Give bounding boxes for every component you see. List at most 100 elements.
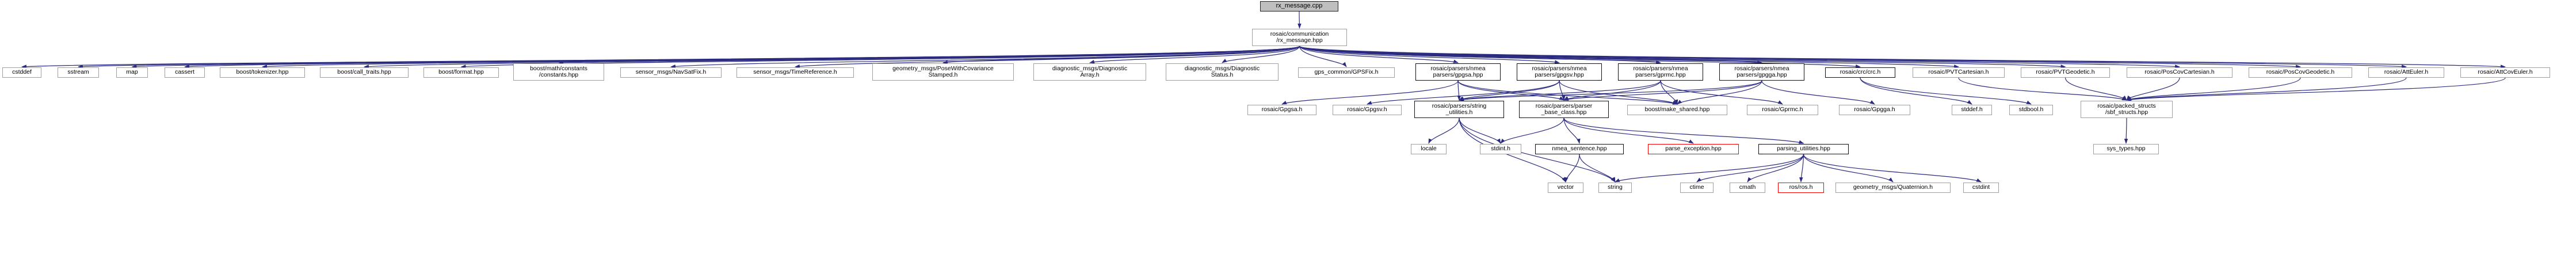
- graph-node[interactable]: boost/tokenizer.hpp: [220, 67, 305, 78]
- graph-node[interactable]: vector: [1548, 183, 1583, 193]
- graph-node[interactable]: geometry_msgs/PoseWithCovariance Stamped…: [872, 63, 1014, 81]
- node-label: boost/math/constants /constants.hpp: [530, 64, 587, 78]
- graph-edge: [1299, 45, 1560, 64]
- node-label: geometry_msgs/Quaternion.h: [1853, 184, 1933, 191]
- node-label: rosaic/communication /rx_message.hpp: [1270, 30, 1329, 44]
- graph-node[interactable]: boost/math/constants /constants.hpp: [513, 63, 604, 81]
- graph-node[interactable]: rosaic/parsers/nmea parsers/gpgsa.hpp: [1415, 63, 1501, 81]
- graph-edge: [1563, 80, 1661, 101]
- node-label: string: [1608, 184, 1623, 191]
- graph-node[interactable]: stdbool.h: [2009, 105, 2053, 115]
- graph-node[interactable]: stddef.h: [1952, 105, 1992, 115]
- graph-node[interactable]: rosaic/PVTCartesian.h: [1913, 67, 2005, 78]
- graph-node[interactable]: nmea_sentence.hpp: [1535, 144, 1624, 154]
- node-label: sensor_msgs/TimeReference.h: [753, 69, 837, 76]
- graph-edge: [1459, 117, 1501, 144]
- graph-node[interactable]: rosaic/PosCovCartesian.h: [2127, 67, 2232, 78]
- graph-edge: [1299, 45, 1459, 63]
- graph-node[interactable]: rosaic/AttCovEuler.h: [2460, 67, 2550, 78]
- graph-node[interactable]: rosaic/PosCovGeodetic.h: [2249, 67, 2352, 78]
- graph-edge: [1299, 45, 1661, 64]
- graph-edge: [558, 45, 1300, 64]
- node-label: rosaic/parsers/nmea parsers/gprmc.hpp: [1633, 64, 1688, 78]
- node-label: cstddef: [12, 69, 32, 76]
- graph-edge: [1089, 45, 1300, 64]
- graph-node[interactable]: ctime: [1680, 183, 1713, 193]
- graph-node[interactable]: sys_types.hpp: [2093, 144, 2159, 154]
- graph-edge: [1457, 80, 1461, 101]
- graph-edge: [1958, 77, 2127, 101]
- graph-node[interactable]: rosaic/communication /rx_message.hpp: [1252, 29, 1347, 46]
- node-label: parsing_utilities.hpp: [1777, 145, 1830, 153]
- graph-edge: [1799, 154, 1804, 183]
- node-label: ros/ros.h: [1789, 184, 1813, 191]
- graph-node[interactable]: boost/call_traits.hpp: [320, 67, 409, 78]
- graph-node[interactable]: rosaic/parsers/nmea parsers/gpgga.hpp: [1719, 63, 1804, 81]
- graph-node[interactable]: ros/ros.h: [1778, 183, 1824, 193]
- graph-node[interactable]: sensor_msgs/TimeReference.h: [736, 67, 854, 78]
- root-node[interactable]: rx_message.cpp: [1260, 1, 1338, 12]
- graph-node[interactable]: sensor_msgs/NavSatFix.h: [620, 67, 722, 78]
- node-label: cmath: [1739, 184, 1756, 191]
- node-label: rx_message.cpp: [1276, 2, 1323, 10]
- graph-edge: [942, 45, 1300, 64]
- node-label: stddef.h: [1961, 106, 1983, 113]
- node-label: diagnostic_msgs/Diagnostic Status.h: [1184, 64, 1260, 78]
- graph-node[interactable]: geometry_msgs/Quaternion.h: [1835, 183, 1951, 193]
- graph-node[interactable]: rosaic/packed_structs /sbf_structs.hpp: [2081, 101, 2173, 118]
- graph-node[interactable]: sstream: [58, 67, 99, 78]
- graph-node[interactable]: stdint.h: [1480, 144, 1521, 154]
- node-label: rosaic/parsers/nmea parsers/gpgsa.hpp: [1430, 64, 1486, 78]
- graph-node[interactable]: rosaic/crc/crc.h: [1825, 67, 1895, 78]
- graph-node[interactable]: parsing_utilities.hpp: [1758, 144, 1849, 154]
- graph-node[interactable]: rosaic/Gpgsa.h: [1247, 105, 1316, 115]
- node-label: stdbool.h: [2018, 106, 2044, 113]
- graph-node[interactable]: diagnostic_msgs/Diagnostic Array.h: [1033, 63, 1146, 81]
- graph-edge: [1459, 80, 1560, 101]
- graph-node[interactable]: rosaic/Gprmc.h: [1747, 105, 1818, 115]
- graph-node[interactable]: rosaic/parsers/string _utilities.h: [1414, 101, 1504, 118]
- graph-node[interactable]: rosaic/Gpgsv.h: [1333, 105, 1402, 115]
- node-label: rosaic/packed_structs /sbf_structs.hpp: [2097, 102, 2156, 116]
- node-label: cstdint: [1972, 184, 1990, 191]
- node-label: map: [126, 69, 138, 76]
- graph-edge: [1457, 80, 1564, 101]
- graph-node[interactable]: rosaic/parsers/parser _base_class.hpp: [1519, 101, 1609, 118]
- graph-edge: [1747, 154, 1804, 183]
- node-label: geometry_msgs/PoseWithCovariance Stamped…: [892, 64, 994, 78]
- graph-node[interactable]: cmath: [1730, 183, 1765, 193]
- graph-edge: [1677, 80, 1762, 105]
- graph-node[interactable]: gps_common/GPSFix.h: [1298, 67, 1395, 78]
- graph-node[interactable]: cstdint: [1963, 183, 1999, 193]
- node-label: rosaic/parsers/parser _base_class.hpp: [1535, 102, 1593, 116]
- node-label: cassert: [175, 69, 194, 76]
- node-label: gps_common/GPSFix.h: [1314, 69, 1379, 76]
- node-label: boost/format.hpp: [438, 69, 484, 76]
- graph-edge: [2126, 77, 2506, 101]
- graph-node[interactable]: locale: [1411, 144, 1447, 154]
- node-label: sys_types.hpp: [2106, 145, 2146, 153]
- graph-node[interactable]: boost/format.hpp: [423, 67, 499, 78]
- graph-node[interactable]: rosaic/Gpgga.h: [1839, 105, 1910, 115]
- graph-node[interactable]: rosaic/PVTGeodetic.h: [2021, 67, 2110, 78]
- graph-node[interactable]: cassert: [165, 67, 205, 78]
- graph-edge: [1803, 154, 1982, 183]
- graph-node[interactable]: parse_exception.hpp: [1648, 144, 1739, 154]
- graph-node[interactable]: rosaic/parsers/nmea parsers/gprmc.hpp: [1618, 63, 1703, 81]
- graph-node[interactable]: cstddef: [2, 67, 41, 78]
- graph-node[interactable]: rosaic/parsers/nmea parsers/gpgsv.hpp: [1517, 63, 1602, 81]
- graph-edge: [1459, 80, 1762, 101]
- node-label: rosaic/PosCovGeodetic.h: [2266, 69, 2335, 76]
- graph-node[interactable]: string: [1598, 183, 1632, 193]
- graph-node[interactable]: boost/make_shared.hpp: [1627, 105, 1727, 115]
- node-label: diagnostic_msgs/Diagnostic Array.h: [1052, 64, 1128, 78]
- graph-node[interactable]: rosaic/AttEuler.h: [2368, 67, 2444, 78]
- graph-edge: [2126, 77, 2301, 101]
- node-label: parse_exception.hpp: [1665, 145, 1722, 153]
- graph-edge: [1696, 154, 1804, 183]
- node-label: rosaic/Gpgga.h: [1854, 106, 1895, 113]
- graph-node[interactable]: diagnostic_msgs/Diagnostic Status.h: [1166, 63, 1279, 81]
- graph-node[interactable]: map: [116, 67, 148, 78]
- node-label: nmea_sentence.hpp: [1552, 145, 1607, 153]
- node-label: rosaic/parsers/string _utilities.h: [1432, 102, 1487, 116]
